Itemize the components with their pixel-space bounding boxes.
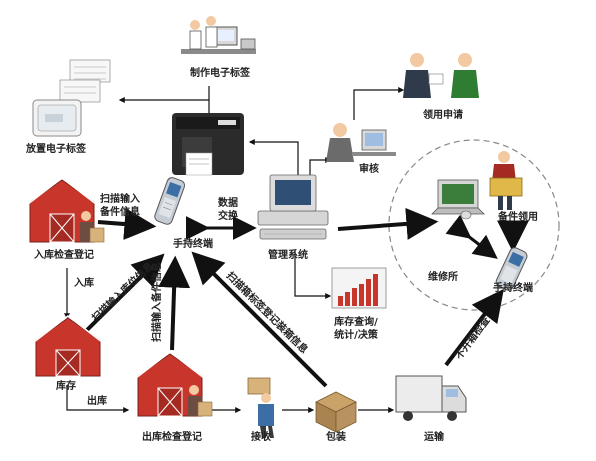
- arrow-pack-to-handheld: [191, 251, 328, 388]
- outbound-check-label: 出库检查登记: [142, 430, 202, 443]
- chuku-label: 出库: [87, 394, 107, 407]
- arrow-mgmt-to-maintenance: [337, 207, 439, 240]
- spare-use-label: 备件领用: [497, 210, 538, 223]
- mgmt-label: 管理系统: [268, 248, 308, 261]
- auditor-icon: [326, 123, 396, 162]
- spare-use-worker-icon: [489, 151, 523, 210]
- make-tag-label: 制作电子标签: [190, 66, 251, 79]
- diag-noopen-label: 不开箱检查: [452, 313, 493, 362]
- inbound-check-label: 入库检查登记: [34, 248, 94, 261]
- data-exchange-label-1: 数据: [218, 196, 238, 209]
- statistics-chart-icon: [331, 267, 387, 309]
- data-exchange-label-2: 交换: [218, 209, 239, 222]
- arrow-mgmt-to-printer: [248, 139, 299, 176]
- diag-outbound-label: 扫描输入备件信息: [150, 262, 163, 342]
- ruku-label: 入库: [74, 276, 94, 289]
- management-computer-icon: [257, 174, 329, 240]
- arrow-audit-to-apply: [353, 87, 405, 120]
- transport-label: 运输: [424, 430, 445, 443]
- apply-people-icon: [403, 53, 479, 98]
- maintenance-laptop-icon: [431, 179, 485, 215]
- tag-stack-icon: [59, 59, 111, 103]
- handheld-top-label: 手持终端: [173, 237, 213, 250]
- arrow-inbound-to-handheld: [97, 208, 157, 240]
- arrow-stock-to-outbound: [66, 385, 130, 413]
- arrow-printer-to-tag: [118, 97, 210, 113]
- inbound-barn-icon: [27, 177, 105, 243]
- arrow-laptop-handheld-exchange: [445, 214, 498, 259]
- arrow-mgmt-to-audit: [309, 157, 332, 176]
- printer-icon: [172, 113, 244, 176]
- apply-label: 领用申请: [423, 108, 463, 121]
- handheld-right-label: 手持终端: [493, 281, 533, 294]
- handheld-terminal-icon: [154, 177, 186, 225]
- arrow-transport-to-handheld: [444, 288, 504, 367]
- stock-barn-icon: [33, 315, 103, 377]
- outbound-barn-icon: [135, 351, 213, 417]
- arrow-stock-to-handheld: [83, 253, 165, 334]
- stock-label: 库存: [56, 379, 76, 392]
- query-label-1: 库存查询/: [334, 315, 378, 328]
- transport-truck-icon: [395, 375, 467, 421]
- maintenance-mouse-icon: [460, 210, 472, 220]
- maintenance-label: 维修所: [428, 270, 458, 283]
- diag-pack-label: 扫描箱标签登记装箱信息: [224, 269, 311, 356]
- scan-input-label-1: 扫描输入: [100, 192, 140, 205]
- diag-inbound-label: 扫描输入库位信息: [89, 259, 156, 324]
- pack-boxes-icon: [315, 391, 357, 433]
- receive-worker-icon: [247, 377, 274, 438]
- audit-label: 审核: [359, 162, 379, 175]
- pack-label: 包装: [326, 430, 346, 443]
- handheld-terminal-right-icon: [495, 247, 528, 291]
- scan-input-label-2: 备件信息: [99, 205, 140, 218]
- arrow-mgmt-to-chart: [294, 250, 332, 299]
- receive-label: 接收: [251, 430, 271, 443]
- place-tag-label: 放置电子标签: [25, 142, 87, 155]
- query-label-2: 统计/决策: [334, 328, 379, 341]
- people-at-computer-icon: [181, 16, 256, 54]
- electronic-tag-icon: [32, 99, 82, 137]
- arrow-outbound-to-handheld: [158, 255, 191, 351]
